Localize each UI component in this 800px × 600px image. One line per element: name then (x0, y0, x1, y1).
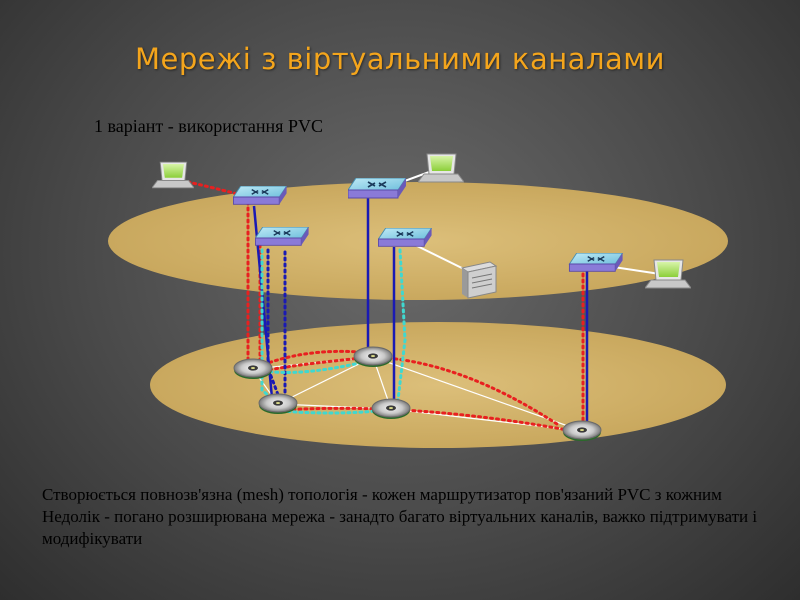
description-line: Створюється повнозв'язна (mesh) топологі… (42, 485, 722, 504)
computer-icon (418, 153, 464, 183)
switch-icon (348, 178, 406, 199)
slide-title: Мережі з віртуальними каналами (135, 42, 665, 76)
description: Створюється повнозв'язна (mesh) топологі… (42, 484, 772, 550)
router-icon (258, 393, 298, 415)
router-icon (562, 420, 602, 442)
switch-icon (378, 228, 432, 248)
server-icon (460, 261, 498, 299)
router-icon (233, 358, 273, 380)
computer-icon (152, 161, 194, 189)
description-line: Недолік - погано розширювана мережа - за… (42, 507, 758, 548)
slide-subtitle: 1 варіант - використання PVC (94, 116, 323, 136)
router-icon (353, 346, 393, 368)
switch-icon (255, 227, 309, 247)
switch-icon (568, 253, 624, 273)
switch-icon (233, 186, 287, 206)
lower-plane (150, 322, 726, 448)
router-icon (371, 398, 411, 420)
pvc-blue-dotted (266, 248, 287, 402)
